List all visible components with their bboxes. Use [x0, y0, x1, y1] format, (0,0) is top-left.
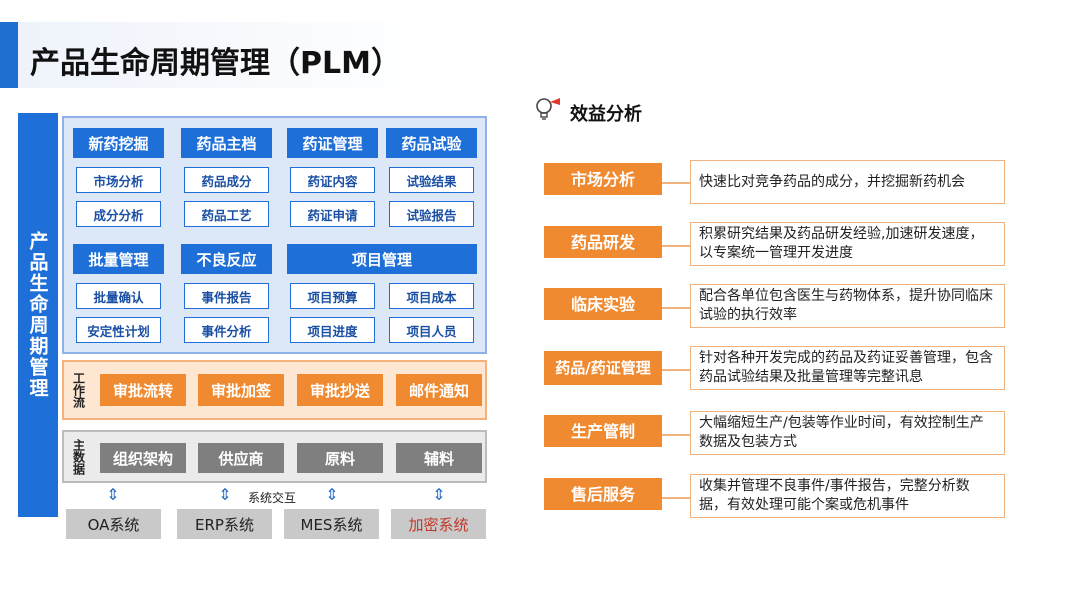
- title-accent-bar: [0, 22, 18, 88]
- module-item: 事件分析: [184, 317, 269, 343]
- benefit-description: 针对各种开发完成的药品及药证妥善管理，包含药品试验结果及批量管理等完整讯息: [690, 346, 1005, 390]
- master-data-item: 供应商: [198, 443, 284, 473]
- system-box: MES系统: [284, 509, 379, 539]
- double-arrow-icon: ⇕: [432, 485, 446, 504]
- module-item: 试验结果: [389, 167, 474, 193]
- double-arrow-icon: ⇕: [106, 485, 120, 504]
- module-item: 项目人员: [389, 317, 474, 343]
- module-header: 药证管理: [287, 128, 378, 158]
- workflow-item: 审批抄送: [297, 374, 383, 406]
- benefit-tag: 售后服务: [544, 478, 662, 510]
- module-item: 试验报告: [389, 201, 474, 227]
- module-item: 药品成分: [184, 167, 269, 193]
- connector-line: [662, 497, 690, 499]
- module-item: 市场分析: [76, 167, 161, 193]
- module-item: 事件报告: [184, 283, 269, 309]
- master-data-item: 组织架构: [100, 443, 186, 473]
- connector-line: [662, 307, 690, 309]
- module-item: 项目成本: [389, 283, 474, 309]
- module-item: 项目预算: [290, 283, 375, 309]
- workflow-item: 邮件通知: [396, 374, 482, 406]
- connector-line: [662, 434, 690, 436]
- interaction-label: 系统交互: [248, 491, 297, 505]
- module-header: 新药挖掘: [73, 128, 164, 158]
- master-data-label: 主数据: [71, 438, 86, 475]
- module-item: 药证申请: [290, 201, 375, 227]
- benefit-description: 积累研究结果及药品研发经验,加速研发速度，以专案统一管理开发进度: [690, 222, 1005, 266]
- module-item: 批量确认: [76, 283, 161, 309]
- benefit-tag: 药品/药证管理: [544, 351, 662, 385]
- system-box-encryption: 加密系统: [391, 509, 486, 539]
- module-item: 项目进度: [290, 317, 375, 343]
- module-header: 药品主档: [181, 128, 272, 158]
- master-data-item: 原料: [297, 443, 383, 473]
- title-background: [18, 22, 438, 88]
- module-header: 项目管理: [287, 244, 477, 274]
- system-box: ERP系统: [177, 509, 272, 539]
- vertical-label-bar: 产品生命周期管理: [18, 113, 58, 517]
- module-header: 不良反应: [181, 244, 272, 274]
- benefit-tag: 生产管制: [544, 415, 662, 447]
- workflow-item: 审批加签: [198, 374, 284, 406]
- vertical-label: 产品生命周期管理: [26, 231, 49, 399]
- benefit-tag: 临床实验: [544, 288, 662, 320]
- module-item: 药证内容: [290, 167, 375, 193]
- connector-line: [662, 369, 690, 371]
- module-item: 成分分析: [76, 201, 161, 227]
- module-header: 批量管理: [73, 244, 164, 274]
- lightbulb-icon: [534, 96, 560, 120]
- master-data-item: 辅料: [396, 443, 482, 473]
- benefit-description: 配合各单位包含医生与药物体系，提升协同临床试验的执行效率: [690, 284, 1005, 328]
- connector-line: [662, 245, 690, 247]
- workflow-label: 工作流: [71, 372, 86, 408]
- double-arrow-icon: ⇕: [218, 485, 232, 504]
- module-item: 药品工艺: [184, 201, 269, 227]
- connector-line: [662, 182, 690, 184]
- module-item: 安定性计划: [76, 317, 161, 343]
- benefit-description: 大幅缩短生产/包装等作业时间，有效控制生产数据及包装方式: [690, 411, 1005, 455]
- benefit-description: 快速比对竞争药品的成分，并挖掘新药机会: [690, 160, 1005, 204]
- module-header: 药品试验: [386, 128, 477, 158]
- benefit-tag: 药品研发: [544, 226, 662, 258]
- benefits-title: 效益分析: [570, 104, 642, 125]
- benefit-tag: 市场分析: [544, 163, 662, 195]
- benefit-description: 收集并管理不良事件/事件报告，完整分析数据，有效处理可能个案或危机事件: [690, 474, 1005, 518]
- double-arrow-icon: ⇕: [325, 485, 339, 504]
- system-box: OA系统: [66, 509, 161, 539]
- page-title: 产品生命周期管理（PLM）: [30, 46, 401, 81]
- workflow-item: 审批流转: [100, 374, 186, 406]
